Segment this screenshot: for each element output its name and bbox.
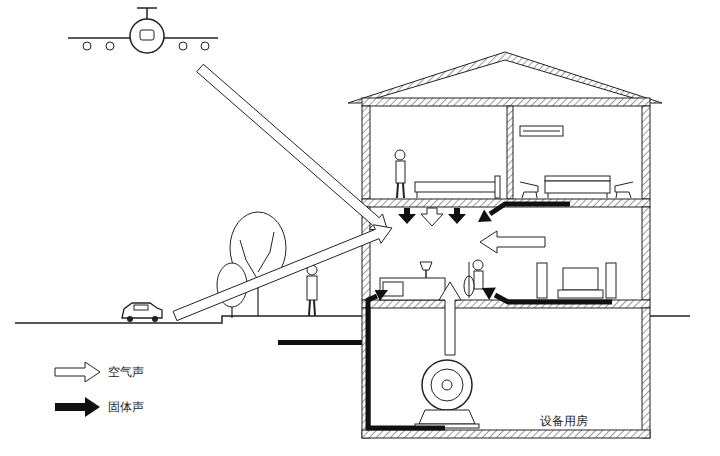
solid-sound-arrowhead — [375, 290, 388, 301]
solid-sound-arrow — [448, 208, 466, 224]
person-leg — [397, 183, 398, 198]
basement-wall — [642, 308, 650, 438]
solid-sound-arrowhead — [478, 210, 492, 223]
wall — [642, 207, 650, 300]
machine-rotor — [431, 369, 463, 401]
car-body — [122, 303, 162, 318]
armchair — [615, 182, 633, 198]
solid-sound-arrowhead — [482, 288, 496, 300]
tree-branch — [258, 232, 274, 272]
air-conditioner — [520, 126, 563, 136]
partition-wall — [507, 106, 513, 199]
car-wheel — [152, 316, 158, 322]
solid-sound-path — [490, 204, 570, 214]
room-box: 设备用房 — [370, 308, 642, 432]
speaker — [606, 263, 616, 298]
person-body — [396, 161, 405, 183]
person-leg — [403, 183, 404, 198]
basement-floor — [362, 430, 650, 438]
airborne-sound-arrow — [421, 208, 443, 226]
person-leg — [314, 300, 315, 316]
plane-engine — [106, 42, 114, 50]
tv-cabinet — [558, 290, 603, 298]
plane-fuselage — [130, 19, 164, 53]
speaker — [537, 263, 547, 298]
ground-line — [15, 316, 362, 323]
television — [563, 268, 598, 290]
pipe-solid-path — [278, 340, 362, 345]
machine-hub — [442, 380, 452, 390]
person-head — [395, 150, 405, 160]
sofa-leg — [607, 193, 608, 198]
sofa — [545, 181, 610, 193]
plane-engine — [83, 42, 91, 50]
bed — [415, 182, 497, 192]
sofa-back — [545, 176, 610, 181]
sofa-leg — [548, 193, 549, 198]
bed-leg — [417, 192, 418, 198]
ground-line — [650, 315, 690, 317]
person-head — [473, 260, 483, 270]
air-conditioner-grille — [523, 131, 560, 132]
legend-black-arrow — [55, 397, 100, 417]
plane-tail — [137, 7, 157, 9]
attic-slab — [362, 98, 650, 106]
solid-sound-path — [495, 295, 612, 302]
roof — [348, 52, 662, 103]
airborne-sound-arrow — [480, 231, 545, 253]
lamp-shade — [420, 262, 432, 270]
airborne-sound-arrow — [173, 225, 392, 321]
person-leg — [309, 300, 310, 316]
wall — [362, 106, 370, 199]
solid-sound-path — [368, 296, 445, 428]
machine-casing — [422, 360, 472, 410]
plane-engine — [201, 42, 209, 50]
room-label: 设备用房 — [540, 414, 588, 428]
plane-tail — [146, 8, 148, 19]
car-wheel — [127, 316, 133, 322]
desk-drawer — [383, 282, 403, 296]
bed-headboard — [495, 176, 500, 198]
machine-base — [419, 410, 475, 424]
legend-label: 空气声 — [108, 364, 144, 380]
airborne-sound-arrow — [197, 64, 388, 232]
cello-neck — [469, 262, 470, 298]
person-body — [474, 271, 483, 289]
armchair — [520, 182, 538, 198]
legend-hollow-arrow — [55, 362, 100, 382]
legend-label: 固体声 — [108, 399, 144, 415]
person-body — [307, 276, 317, 300]
plane-window — [140, 30, 154, 40]
lamp-stand — [425, 270, 427, 278]
plane-engine — [179, 42, 187, 50]
wall — [642, 106, 650, 199]
car-window — [134, 305, 148, 310]
desk — [380, 278, 445, 300]
solid-sound-arrow — [398, 208, 416, 224]
airborne-sound-arrow — [439, 282, 461, 355]
